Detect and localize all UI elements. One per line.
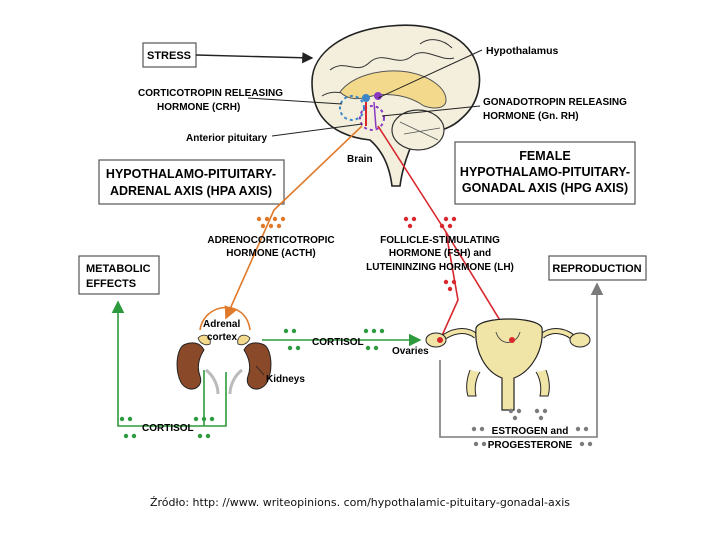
anterior-pituitary-label: Anterior pituitary: [186, 133, 268, 144]
stress-arrow: [195, 52, 314, 64]
cortisol-to-metabolic-arrow: [111, 300, 227, 427]
hpg-axis-box: [454, 141, 636, 205]
acth-arc: [199, 306, 251, 331]
reproduction-label: REPRODUCTION: [552, 263, 641, 275]
estrogen-label-line2: PROGESTERONE: [488, 440, 573, 451]
acth-label-line2: HORMONE (ACTH): [226, 248, 315, 259]
fsh-lh-branch: [439, 231, 459, 341]
adrenal-label-line1: Adrenal: [203, 319, 240, 330]
hpg-axis-title-line1: FEMALE: [519, 149, 570, 163]
fsh-label-line1: FOLLICLE-STIMULATING: [380, 235, 500, 246]
hpa-axis-box: [98, 159, 285, 205]
kidneys-label: Kidneys: [266, 374, 305, 385]
estrogen-dots: [471, 408, 593, 447]
gnrh-label-line1: GONADOTROPIN RELEASING: [483, 97, 627, 108]
anterior-pituitary-pointer: [271, 123, 363, 137]
gnrh-label-line2: HORMONE (Gn. RH): [483, 111, 579, 122]
brain-label: Brain: [347, 154, 373, 165]
kidneys-pointer: [255, 365, 265, 376]
cortisol-dots-bottom: [119, 416, 215, 439]
fsh-label-line2: HORMONE (FSH) and: [389, 248, 491, 259]
adrenal-label-line2: cortex: [207, 332, 237, 343]
crh-label-line1: CORTICOTROPIN RELEASING: [138, 88, 283, 99]
hpa-axis-title-line1: HYPOTHALAMO-PITUITARY-: [106, 167, 276, 181]
lh-label: LUTEININZING HORMONE (LH): [366, 262, 514, 273]
acth-dots: [256, 216, 286, 229]
fsh-lh-dots-upper: [403, 216, 457, 229]
cortisol-right-label: CORTISOL: [312, 337, 364, 348]
gnrh-pointer: [381, 105, 481, 117]
metabolic-line2: EFFECTS: [86, 278, 136, 290]
uterus-illustration: [425, 318, 591, 411]
metabolic-line1: METABOLIC: [86, 263, 151, 275]
estrogen-label-line1: ESTROGEN and: [492, 426, 569, 437]
hpa-axis-title-line2: ADRENAL AXIS (HPA AXIS): [110, 184, 272, 198]
cortisol-bottom-label: CORTISOL: [142, 423, 194, 434]
cortisol-dots-right: [283, 328, 385, 351]
source-caption: Źródło: http: //www. writeopinions. com/…: [149, 496, 571, 509]
kidneys-illustration: [176, 334, 272, 395]
acth-pathway: [224, 125, 363, 320]
hpg-axis-title-line3: GONADAL AXIS (HPG AXIS): [462, 181, 628, 195]
ovaries-label: Ovaries: [392, 346, 429, 357]
fsh-lh-dots-lower: [443, 279, 457, 292]
estrogen-to-reproduction-arrow: [439, 282, 604, 438]
crh-pointer: [247, 97, 343, 105]
hypothalamus-pointer: [377, 49, 483, 99]
hypothalamus-label: Hypothalamus: [486, 45, 559, 57]
hpg-axis-title-line2: HYPOTHALAMO-PITUITARY-: [460, 165, 630, 179]
crh-label-line2: HORMONE (CRH): [157, 102, 240, 113]
reproduction-box: [548, 255, 647, 281]
brain-illustration: [311, 24, 481, 187]
metabolic-effects-box: [78, 255, 160, 295]
acth-label-line1: ADRENOCORTICOTROPIC: [207, 235, 334, 246]
stress-label: STRESS: [147, 50, 191, 62]
